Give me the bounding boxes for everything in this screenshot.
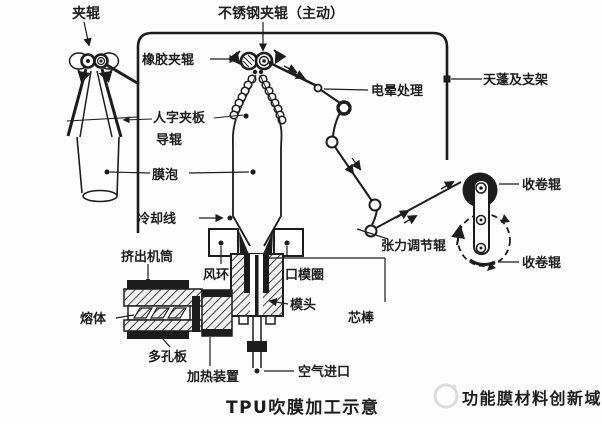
left-nip-assembly: 夹辊	[66, 5, 140, 203]
tension-roller-lower	[364, 224, 378, 238]
screw-flight	[166, 307, 188, 319]
air-ring-lip	[239, 231, 249, 254]
left-bubble-side	[116, 136, 120, 197]
watermark-logo-icon	[433, 383, 459, 409]
air-ring-left-box	[208, 228, 239, 257]
mandrel-rod	[255, 255, 259, 316]
heater-label: 加热装置	[186, 369, 239, 385]
rotation-arrow	[273, 49, 287, 65]
left-bubble-bottom	[82, 189, 118, 203]
screw-flight	[132, 307, 154, 319]
air-inlet-label: 空气进口	[298, 364, 350, 380]
film-path: 电晕处理 张力调节辊	[271, 62, 462, 254]
air-ring-label: 风环	[203, 268, 229, 283]
canopy-frame: 天蓬及支架	[136, 31, 548, 233]
winding-roller-top-label: 收卷辊	[522, 177, 561, 193]
tension-roller-upper	[368, 198, 382, 212]
film-takeoff-line	[104, 62, 140, 86]
film-bubble-left-edge	[231, 118, 251, 247]
caption: TPU吹膜加工示意	[226, 397, 379, 418]
diagram-title: TPU吹膜加工示意	[226, 397, 379, 418]
cooling-line-label: 冷却线	[137, 211, 176, 227]
screw-flight	[149, 307, 171, 319]
rotation-arrowhead	[501, 214, 510, 223]
air-ring-lip	[263, 231, 273, 254]
idler-roller	[325, 135, 339, 149]
die-assembly: 风环 口模圈 模头 芯棒 空气进口	[203, 228, 386, 380]
left-bubble-side	[76, 136, 83, 194]
die-lip-ring-right	[263, 255, 269, 293]
winding-roller-bottom-label: 收卷辊	[522, 255, 561, 271]
mandrel-label: 芯棒	[348, 310, 375, 326]
winding-station: 收卷辊 收卷辊	[451, 172, 561, 271]
corona-treatment-label: 电晕处理	[371, 83, 423, 99]
main-tower: 不锈钢夹辊（主动） 橡胶夹辊 人字夹板 导辊	[104, 5, 344, 247]
rubber-nip-roller-label: 橡胶夹辊	[142, 52, 194, 68]
breaker-plate-block	[192, 296, 200, 332]
stainless-nip-roller-label: 不锈钢夹辊（主动）	[218, 5, 344, 22]
breaker-plate-label: 多孔板	[148, 349, 188, 365]
rotation-arrow	[77, 69, 92, 83]
extruder-barrel-label: 挤出机筒	[121, 249, 173, 265]
film-bubble-label: 膜泡	[152, 167, 178, 183]
canopy-support-label: 天蓬及支架	[483, 72, 548, 88]
idler-roller	[336, 100, 352, 116]
guide-roller-label: 导辊	[156, 132, 182, 148]
die-head-label: 模头	[290, 297, 316, 313]
die-lip-ring-label: 口模圈	[285, 267, 324, 283]
tension-roller-label: 张力调节辊	[381, 238, 446, 254]
nip-roller-label: 夹辊	[72, 5, 100, 22]
air-pipe-collar	[247, 341, 267, 352]
die-lip-ring-left	[244, 255, 250, 293]
watermark: 功能膜材料创新域	[433, 383, 602, 409]
extruder: 挤出机筒 熔体 多孔板 加热装置	[80, 249, 239, 385]
canopy-marker	[443, 75, 451, 83]
guide-roller-chain-left	[229, 74, 257, 120]
watermark-text: 功能膜材料创新域	[462, 389, 602, 408]
rotation-arrow	[227, 50, 241, 65]
herringbone-plate-label: 人字夹板	[153, 110, 206, 126]
film-bubble-right-edge	[263, 118, 283, 247]
corona-electrode	[313, 83, 323, 93]
melt-label: 熔体	[80, 311, 107, 327]
